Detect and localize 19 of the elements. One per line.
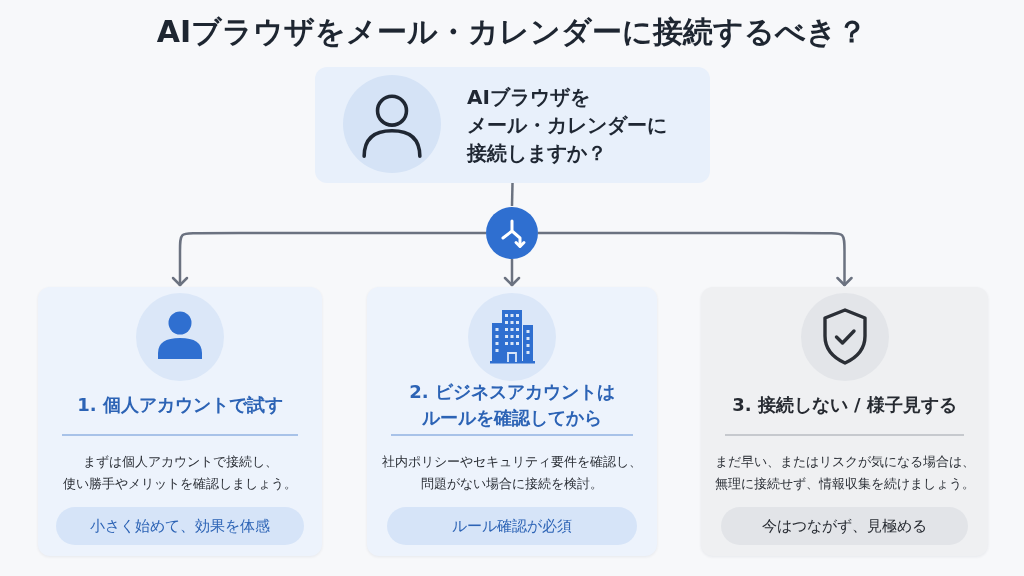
arrow (503, 259, 521, 287)
option-card (38, 287, 322, 556)
question-box (315, 67, 710, 183)
option-description: まだ早い、またはリスクが気になる場合は、無理に接続せず、情報収集を続けましょう。 (713, 453, 976, 493)
summary-tag: 今はつながず、見極める (721, 507, 968, 545)
arrow (538, 231, 853, 287)
connector-line (510, 182, 514, 207)
option-description: 社内ポリシーやセキュリティ要件を確認し、問題がない場合に接続を検討。 (381, 453, 643, 493)
option-title: 1. 個人アカウントで試す (77, 393, 283, 417)
option-title: 3. 接続しない / 様子見する (732, 393, 957, 417)
question-text: AIブラウザをメール・カレンダーに接続しますか？ (467, 84, 668, 167)
option-card (367, 287, 657, 556)
option-card (701, 287, 988, 556)
page-title: AIブラウザをメール・カレンダーに接続するべき？ (156, 13, 868, 51)
arrow (171, 231, 486, 287)
option-description: まずは個人アカウントで接続し、使い勝手やメリットを確認しましょう。 (62, 453, 298, 493)
summary-tag: ルール確認が必須 (387, 507, 637, 545)
option-title: 2. ビジネスアカウントはルールを確認してから (408, 380, 616, 430)
summary-tag: 小さく始めて、効果を体感 (56, 507, 304, 545)
